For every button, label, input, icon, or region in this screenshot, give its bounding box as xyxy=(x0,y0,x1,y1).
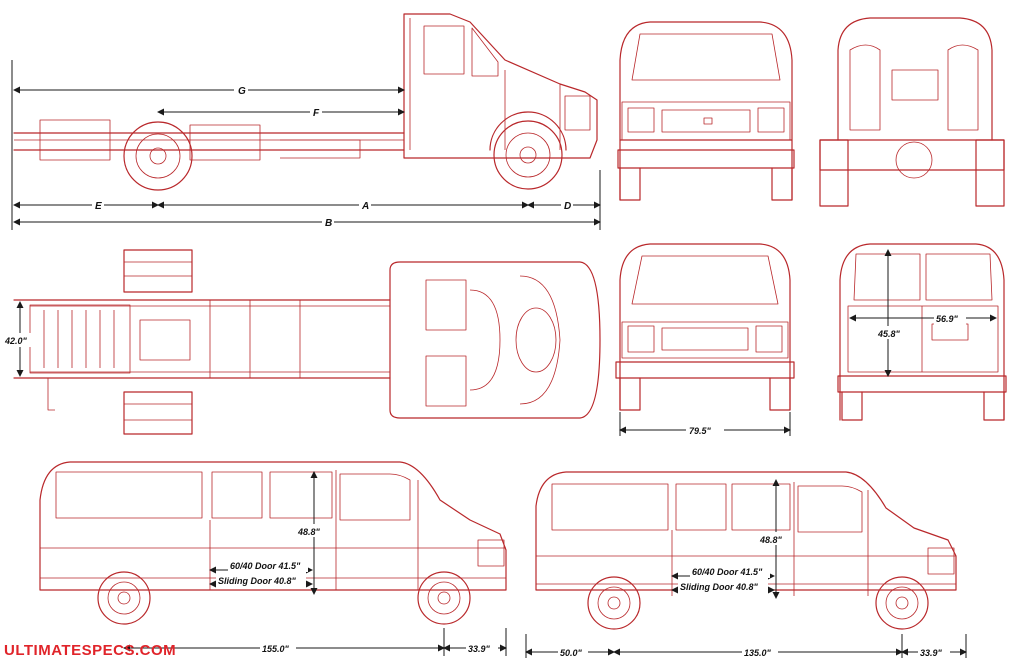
dimension-a-label: A xyxy=(361,201,369,212)
long-van-sliding-door-label: Sliding Door 40.8" xyxy=(218,576,297,586)
short-van-dimensions: 48.8" 60/40 Door 41.5" Sliding Door 40.8… xyxy=(525,479,967,659)
long-van-height-label: 48.8" xyxy=(297,527,321,537)
dimension-g-label: G xyxy=(238,86,246,97)
short-van-height-label: 48.8" xyxy=(759,535,783,545)
short-van-rear-overhang-label: 50.0" xyxy=(560,648,583,658)
short-van-front-overhang-label: 33.9" xyxy=(920,648,943,658)
long-van-dimensions: 48.8" 60/40 Door 41.5" Sliding Door 40.8… xyxy=(123,471,507,656)
chassis-rear-view xyxy=(819,17,1005,207)
van-front-view-lower xyxy=(615,243,795,411)
chassis-cab-side-view xyxy=(13,13,598,191)
long-van-6040-door-label: 60/40 Door 41.5" xyxy=(230,561,301,571)
short-van-wheelbase-label: 135.0" xyxy=(744,648,772,658)
dimension-f-label: F xyxy=(313,108,320,119)
front-track-label: 79.5" xyxy=(689,426,712,436)
cab-dimension-lines: G F E A D B xyxy=(11,60,601,230)
short-van-side-view xyxy=(535,471,957,630)
chassis-top-view xyxy=(13,249,601,435)
frame-width-label: 42.0" xyxy=(4,336,28,346)
short-van-sliding-door-label: Sliding Door 40.8" xyxy=(680,582,759,592)
watermark: ULTIMATESPECS.COM xyxy=(4,642,176,659)
van-front-view-upper xyxy=(617,21,795,201)
rear-opening-width-label: 56.9" xyxy=(936,314,959,324)
long-van-wheelbase-label: 155.0" xyxy=(262,644,290,654)
dimension-e-label: E xyxy=(95,201,102,212)
front-track-dimension: 79.5" xyxy=(619,412,791,437)
long-van-front-overhang-label: 33.9" xyxy=(468,644,491,654)
long-van-side-view xyxy=(39,461,507,625)
rear-opening-height-label: 45.8" xyxy=(877,329,901,339)
watermark-text: ULTIMATESPECS.COM xyxy=(4,642,176,659)
dimension-d-label: D xyxy=(564,201,571,212)
frame-width-dimension: 42.0" xyxy=(4,301,32,377)
dimension-b-label: B xyxy=(325,218,332,229)
short-van-6040-door-label: 60/40 Door 41.5" xyxy=(692,567,763,577)
van-rear-view xyxy=(837,243,1007,421)
rear-opening-dimensions: 45.8" 56.9" xyxy=(849,249,997,377)
